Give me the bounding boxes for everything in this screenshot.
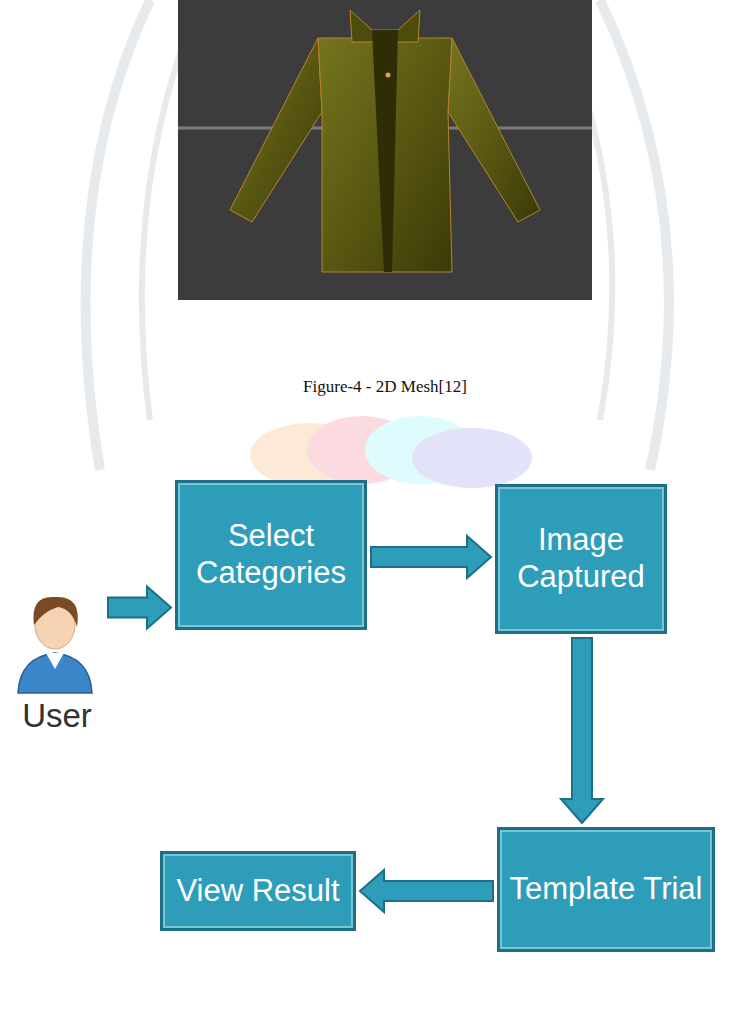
box-label: View Result: [168, 873, 347, 910]
mesh-illustration: [178, 0, 592, 300]
box-label: Image Captured: [498, 522, 664, 595]
flow-arrow: [360, 870, 493, 912]
flow-arrow: [108, 587, 171, 629]
figure-caption: Figure-4 - 2D Mesh[12]: [14, 377, 742, 397]
process-box: View Result: [160, 851, 356, 931]
process-box: Template Trial: [497, 827, 715, 952]
actor-label: User: [10, 697, 104, 735]
flow-arrow: [561, 638, 603, 823]
user-icon: [10, 585, 100, 695]
watermark-petals: [250, 416, 532, 488]
watermark: [86, 0, 669, 470]
flow-arrow: [371, 536, 491, 578]
box-label: Select Categories: [178, 518, 364, 591]
process-box: Select Categories: [175, 480, 367, 630]
user-actor: User: [10, 585, 104, 735]
process-box: Image Captured: [495, 484, 667, 634]
box-label: Template Trial: [502, 871, 711, 908]
